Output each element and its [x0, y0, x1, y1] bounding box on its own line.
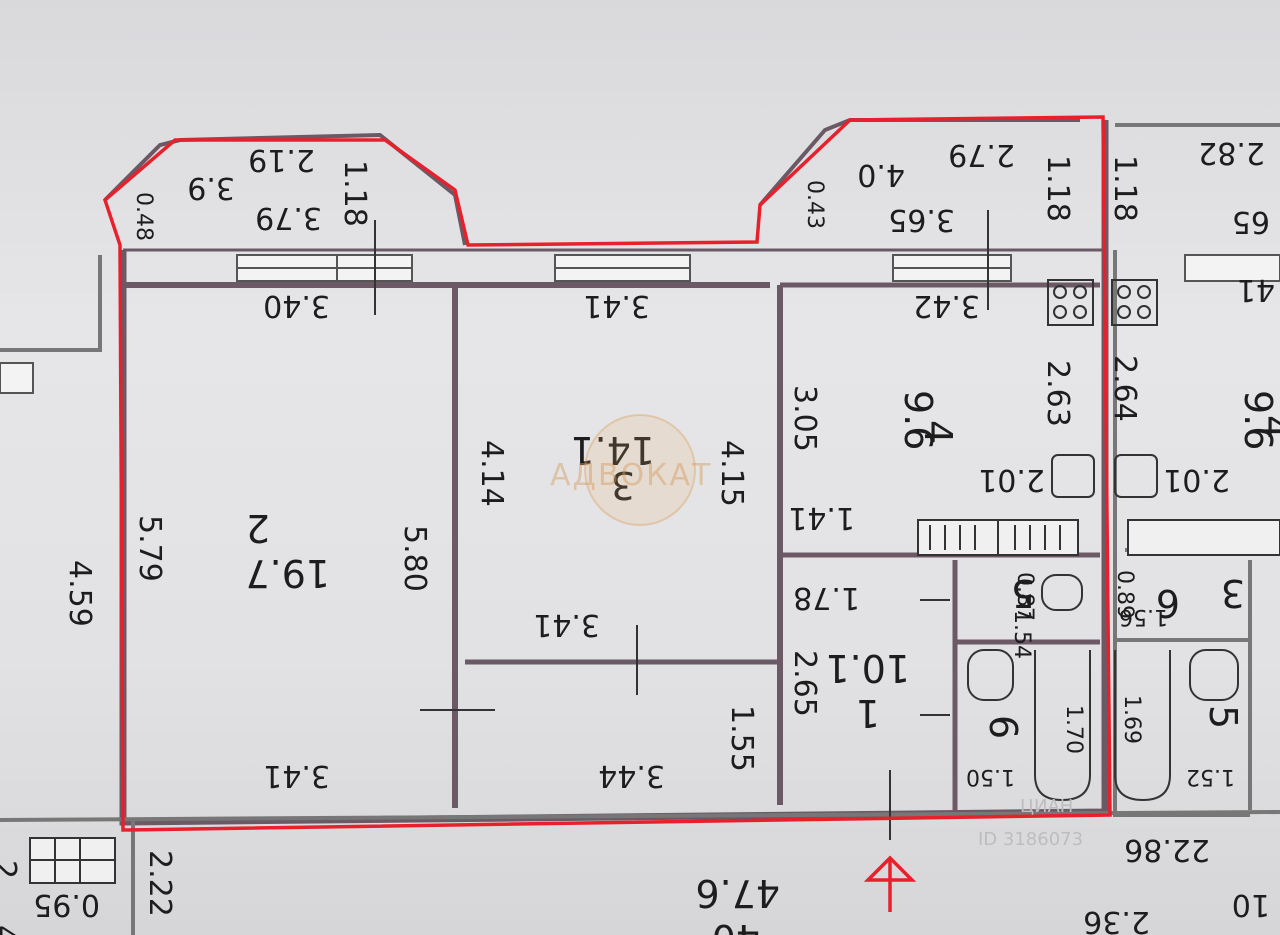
balcony-1-side-left: 0.48	[131, 192, 156, 241]
room-3-number: 3	[611, 463, 635, 507]
room-4-labels: 4 9.6 3.42 3.05 2.63 2.01 1.41	[787, 288, 1075, 535]
total-area: 47.6	[695, 871, 780, 915]
neighbor-dim: 4	[1253, 415, 1280, 439]
corridor-length: 1.55	[724, 705, 759, 772]
room-4-number: 4	[916, 420, 960, 444]
room-2-width-bottom: 3.41	[263, 758, 330, 793]
toilet-icon	[967, 574, 1239, 701]
room-6-number: 6	[981, 715, 1025, 739]
radiator-icon	[29, 519, 1280, 884]
neighbor-dim: 2.01	[1163, 462, 1230, 497]
room-1-length: 2.65	[787, 650, 822, 717]
room-2-length-left: 5.79	[132, 515, 167, 582]
neighbor-dim: 2.36	[1083, 904, 1150, 935]
neighbor-dim: 2.82	[1198, 135, 1265, 170]
neighbor-dim: 9.6	[1236, 390, 1280, 450]
balcony-2-side-left: 0.43	[802, 180, 827, 229]
apartment-outline	[102, 115, 1112, 832]
balcony-1-labels: 3.9 3.79 2.19 0.48 1.18	[131, 142, 372, 241]
room-1-number: 1	[856, 691, 880, 735]
dimension-ticks	[374, 210, 989, 840]
room-1-area: 10.1	[825, 646, 910, 690]
neighbor-dim: 1.69	[1119, 695, 1144, 744]
cooktop-icon	[1111, 279, 1158, 326]
room-2-labels: 2 19.7 3.40 3.41 5.79 5.80	[132, 288, 432, 793]
balcony-1-area: 3.9	[187, 170, 235, 205]
neighbor-dim: 4	[0, 925, 22, 935]
entrance-arrow-icon	[863, 855, 917, 912]
room-2-length-right: 5.80	[397, 525, 432, 592]
neighbor-labels: 1.18 2.82 65 41 2.64 9.6 4 2.01 3 0.89 6…	[0, 135, 1280, 935]
room-3-labels: 3 14.1 3.41 3.41 4.14 4.15	[474, 288, 749, 642]
neighbor-dim: 41	[1237, 272, 1275, 307]
watermark-id: ID 3186073	[978, 829, 1083, 850]
room-3-length-right: 4.15	[714, 440, 749, 507]
windows	[0, 254, 1280, 394]
neighbor-dim: 1.56	[1119, 604, 1168, 629]
room-1-labels: 1 10.1 2.65 1.78	[787, 580, 910, 735]
room-6-labels: 6 1.70 1.50	[966, 705, 1086, 789]
neighbor-dim: 4.59	[62, 560, 97, 627]
neighbor-dim: 0.95	[33, 887, 100, 922]
balcony-1-side-right: 1.18	[337, 160, 372, 227]
room-4-width-top: 3.42	[913, 288, 980, 323]
neighbor-dim: 10	[1232, 887, 1270, 922]
watermark-source: ЦИАН	[1020, 796, 1073, 817]
totals: 40 47.6	[695, 871, 780, 935]
room-3-length-left: 4.14	[474, 440, 509, 507]
room-2-width-top: 3.40	[263, 288, 330, 323]
neighbor-dim: 2.64	[1107, 355, 1142, 422]
neighbor-dim: 3	[1221, 571, 1245, 615]
room-2-area: 19.7	[245, 551, 330, 595]
room-3-width-top: 3.41	[583, 288, 650, 323]
neighbor-dim: 0.89	[1112, 570, 1137, 619]
room-4-stove-gap: 2.01	[978, 462, 1045, 497]
neighbor-dim: 1.52	[1186, 764, 1235, 789]
neighbor-dim: 5	[1201, 705, 1245, 729]
neighbor-dim: 2.22	[142, 850, 177, 917]
watermark-brand: АДВОКАТ	[550, 458, 712, 493]
balcony-2-area: 4.0	[857, 157, 905, 192]
bathtub-icon	[1034, 650, 1171, 802]
sink-icon	[1051, 454, 1158, 498]
corridor-labels: 3.44 1.55	[598, 705, 759, 793]
watermark: АДВОКАТ ЦИАН ID 3186073	[550, 414, 1083, 850]
room-4-length-left: 3.05	[787, 385, 822, 452]
room-3-area: 14.1	[570, 428, 655, 472]
balcony-2-side-right: 1.18	[1040, 155, 1075, 222]
room-5-number: 5	[1011, 571, 1035, 615]
room-4-side: 1.41	[788, 500, 855, 535]
balcony-2-top: 2.79	[948, 137, 1015, 172]
room-3-width-bottom: 3.41	[533, 607, 600, 642]
room-4-length-right: 2.63	[1040, 360, 1075, 427]
room-1-width: 1.78	[793, 580, 860, 615]
room-5-length: 1.54	[1009, 610, 1034, 659]
room-4-area: 9.6	[896, 390, 940, 450]
neighbor-dim: 6	[1156, 581, 1180, 625]
neighbor-dim: 1.18	[1107, 155, 1142, 222]
room-5-area: 0.87	[1012, 572, 1037, 621]
neighbor-dim: 2	[0, 860, 22, 879]
balcony-1-width: 3.79	[255, 200, 322, 235]
neighbor-walls	[0, 123, 1280, 935]
neighbor-dim: 65	[1232, 204, 1270, 239]
room-6-width: 1.50	[966, 764, 1015, 789]
balcony-2-width: 3.65	[888, 202, 955, 237]
room-6-area: 1.70	[1061, 705, 1086, 754]
neighbor-dim: 22.86	[1124, 832, 1210, 867]
watermark-logo-icon	[584, 414, 696, 526]
cooktop-icon	[1047, 279, 1094, 326]
corridor-width: 3.44	[598, 758, 665, 793]
room-2-number: 2	[246, 506, 270, 550]
balcony-2-labels: 4.0 3.65 2.79 0.43 1.18	[802, 137, 1075, 237]
living-area-total: 40	[712, 916, 760, 935]
room-5-labels: 5 0.87 1.54	[1009, 571, 1037, 659]
balcony-1-top: 2.19	[248, 142, 315, 177]
